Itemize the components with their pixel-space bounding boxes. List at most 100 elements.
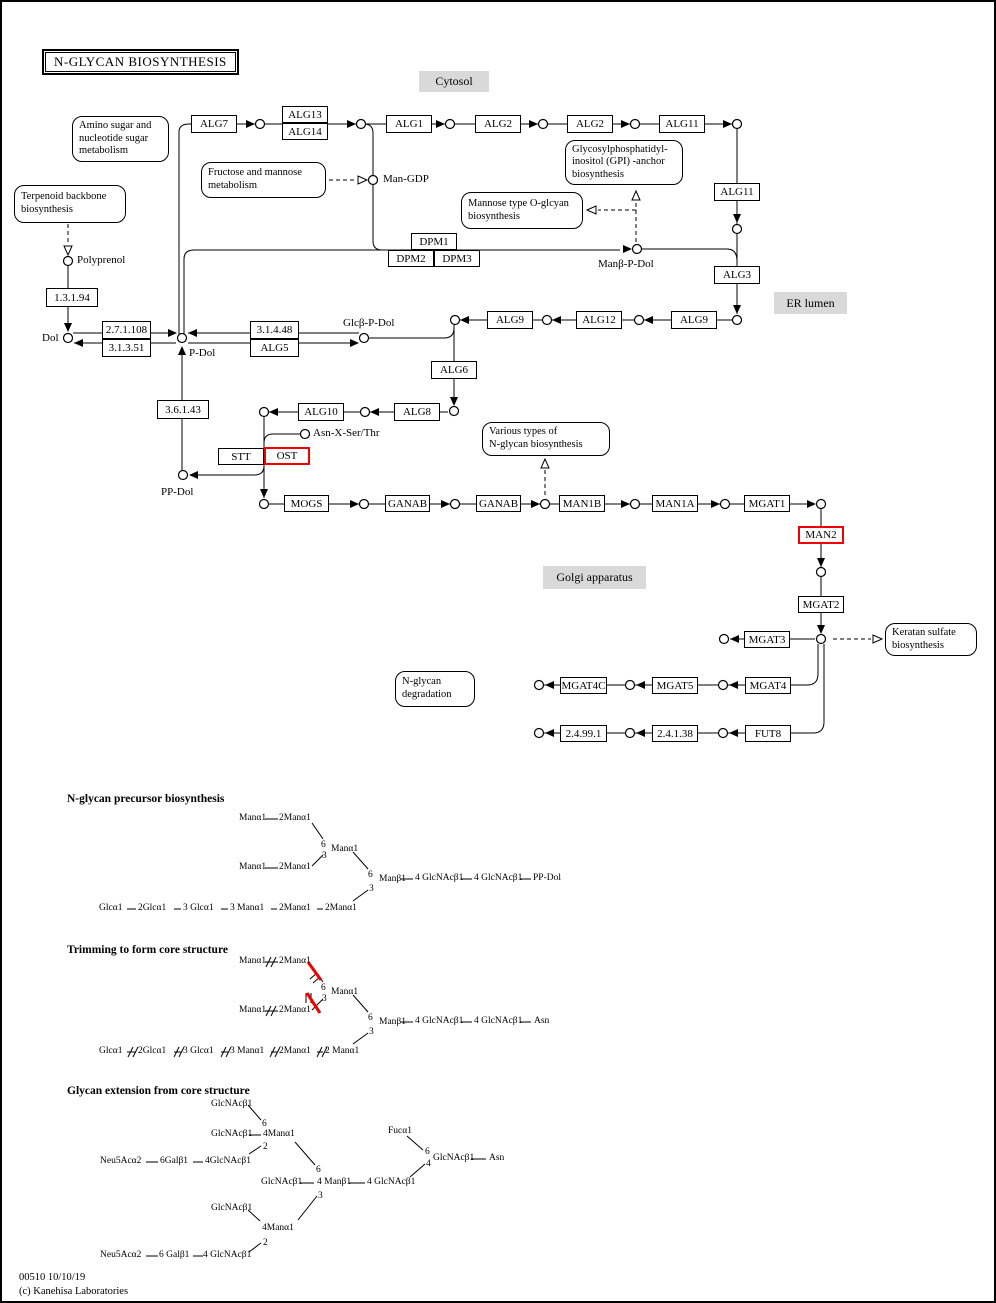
metabolite-label-asn-x-ser-thr: Asn-X-Ser/Thr: [313, 427, 380, 439]
enzyme-box-ALG1[interactable]: ALG1: [386, 115, 432, 133]
glycan-residue-label: 6 Galβ1: [159, 1250, 190, 1260]
enzyme-box-MGAT1[interactable]: MGAT1: [744, 495, 790, 512]
link-dashed-lines: [67, 179, 871, 640]
enzyme-box-MAN1A[interactable]: MAN1A: [652, 495, 698, 512]
glycan-residue-label: 3 Glcα1: [183, 903, 214, 913]
enzyme-box-STT[interactable]: STT: [218, 448, 264, 465]
glycan-residue-label: 2Manα1: [279, 956, 311, 966]
glycan-residue-label: GlcNAcβ1: [211, 1099, 253, 1109]
enzyme-box-2.4.99.1[interactable]: 2.4.99.1: [560, 725, 607, 742]
glycan-residue-label: 6: [316, 1165, 321, 1175]
page-title: N-GLYCAN BIOSYNTHESIS: [45, 52, 236, 72]
metabolite-label-p-dol: P-Dol: [189, 347, 216, 359]
glycan-residue-label: Neu5Acα2: [100, 1250, 142, 1260]
glycan-residue-label: Glcα1: [99, 903, 123, 913]
glycan-residue-label: 3 Glcα1: [183, 1046, 214, 1056]
glycan-residue-label: Manβ1: [379, 1017, 406, 1027]
glycan-residue-label: 6: [262, 1119, 267, 1129]
enzyme-box-3.1.3.51[interactable]: 3.1.3.51: [102, 339, 151, 357]
enzyme-box-ALG8[interactable]: ALG8: [394, 403, 440, 421]
enzyme-box-MGAT5[interactable]: MGAT5: [652, 677, 698, 694]
compound-nodes[interactable]: [62, 118, 827, 739]
enzyme-box-ALG9[interactable]: ALG9: [671, 311, 717, 329]
glycan-residue-label: 6Galβ1: [160, 1156, 189, 1166]
glycan-residue-label: 4 GlcNAcβ1: [474, 1016, 523, 1026]
glycan-residue-label: 4GlcNAcβ1: [205, 1156, 251, 1166]
glycan-residue-label: Manα1: [239, 813, 267, 823]
enzyme-box-3.1.4.48[interactable]: 3.1.4.48: [250, 321, 299, 339]
metabolite-label-dol: Dol: [42, 332, 59, 344]
glycan-section-header-1: Trimming to form core structure: [67, 944, 228, 956]
enzyme-box-OST[interactable]: OST: [264, 447, 310, 465]
enzyme-box-ALG11[interactable]: ALG11: [714, 183, 760, 201]
enzyme-box-FUT8[interactable]: FUT8: [745, 725, 791, 742]
glycan-residue-label: 3 Manα1: [230, 903, 265, 913]
glycan-residue-label: 2 Manα1: [325, 1046, 360, 1056]
glycan-residue-label: 2Manα1: [279, 1046, 311, 1056]
enzyme-box-GANAB[interactable]: GANAB: [385, 495, 430, 512]
enzyme-box-MAN1B[interactable]: MAN1B: [559, 495, 605, 512]
glycan-tree-lines-extension: [146, 1104, 486, 1257]
glycan-residue-label: 4 GlcNAcβ1: [474, 873, 523, 883]
glycan-residue-label: 6: [368, 870, 373, 880]
enzyme-box-GANAB[interactable]: GANAB: [476, 495, 521, 512]
enzyme-box-ALG2[interactable]: ALG2: [475, 115, 521, 133]
enzyme-box-MOGS[interactable]: MOGS: [284, 495, 329, 512]
enzyme-box-1.3.1.94[interactable]: 1.3.1.94: [46, 288, 98, 307]
enzyme-box-2.7.1.108[interactable]: 2.7.1.108: [102, 321, 151, 339]
enzyme-box-ALG13[interactable]: ALG13: [282, 106, 328, 123]
enzyme-box-ALG3[interactable]: ALG3: [714, 266, 760, 284]
glycan-tree-lines-trimming: [127, 956, 531, 1058]
glycan-residue-label: 4 GlcNAcβ1: [415, 1016, 464, 1026]
copyright-text: (c) Kanehisa Laboratories: [19, 1286, 129, 1297]
enzyme-box-ALG6[interactable]: ALG6: [431, 361, 477, 379]
enzyme-box-ALG9[interactable]: ALG9: [487, 311, 533, 329]
enzyme-box-ALG2[interactable]: ALG2: [567, 115, 613, 133]
map-title-box: N-GLYCAN BIOSYNTHESIS: [42, 49, 239, 75]
glycan-residue-label: 4 Manβ1: [317, 1177, 352, 1187]
pathway-link-gpi-anchor-biosynthesis[interactable]: Glycosylphosphatidyl-inositol (GPI) -anc…: [565, 140, 683, 185]
enzyme-box-MGAT4[interactable]: MGAT4: [745, 677, 791, 694]
enzyme-box-MAN2[interactable]: MAN2: [798, 526, 844, 544]
glycan-residue-label: 4Manα1: [263, 1129, 295, 1139]
enzyme-box-MGAT2[interactable]: MGAT2: [798, 596, 844, 613]
enzyme-box-3.6.1.43[interactable]: 3.6.1.43: [157, 400, 209, 419]
enzyme-box-ALG14[interactable]: ALG14: [282, 123, 328, 140]
metabolite-label-polyprenol: Polyprenol: [77, 254, 126, 266]
glycan-residue-label: 6: [368, 1013, 373, 1023]
glycan-residue-label: GlcNAcβ1: [211, 1203, 253, 1213]
enzyme-box-DPM3[interactable]: DPM3: [434, 250, 480, 267]
glycan-section-header-0: N-glycan precursor biosynthesis: [67, 793, 225, 805]
flow-arrowheads: [64, 120, 825, 737]
enzyme-box-DPM1[interactable]: DPM1: [411, 233, 457, 250]
glycan-residue-label: 4 GlcNAcβ1: [367, 1177, 416, 1187]
enzyme-box-2.4.1.38[interactable]: 2.4.1.38: [652, 725, 698, 742]
enzyme-box-MGAT3[interactable]: MGAT3: [744, 631, 790, 648]
glycan-residue-label: 2Glcα1: [138, 1046, 167, 1056]
glycan-residue-label: GlcNAcβ1: [211, 1129, 253, 1139]
enzyme-box-DPM2[interactable]: DPM2: [388, 250, 434, 267]
glycan-residue-label: 3: [322, 994, 327, 1004]
enzyme-box-ALG12[interactable]: ALG12: [576, 311, 622, 329]
glycan-tree-lines-precursor: [127, 818, 531, 910]
enzyme-box-ALG10[interactable]: ALG10: [298, 403, 344, 421]
enzyme-box-ALG7[interactable]: ALG7: [191, 115, 237, 133]
map-number-and-date: 00510 10/10/19: [19, 1272, 86, 1283]
glycan-residue-label: PP-Dol: [533, 873, 561, 883]
glycan-residue-label: 2: [263, 1142, 268, 1152]
glycan-residue-label: Manβ1: [379, 874, 406, 884]
glycan-residue-label: 3 Manα1: [230, 1046, 265, 1056]
glycan-residue-label: 6: [425, 1147, 430, 1157]
enzyme-box-ALG5[interactable]: ALG5: [250, 339, 299, 357]
glycan-residue-label: 4Manα1: [262, 1223, 294, 1233]
enzyme-box-MGAT4C[interactable]: MGAT4C: [560, 677, 607, 694]
enzyme-box-ALG11[interactable]: ALG11: [659, 115, 705, 133]
glycan-residue-label: GlcNAcβ1: [433, 1153, 475, 1163]
